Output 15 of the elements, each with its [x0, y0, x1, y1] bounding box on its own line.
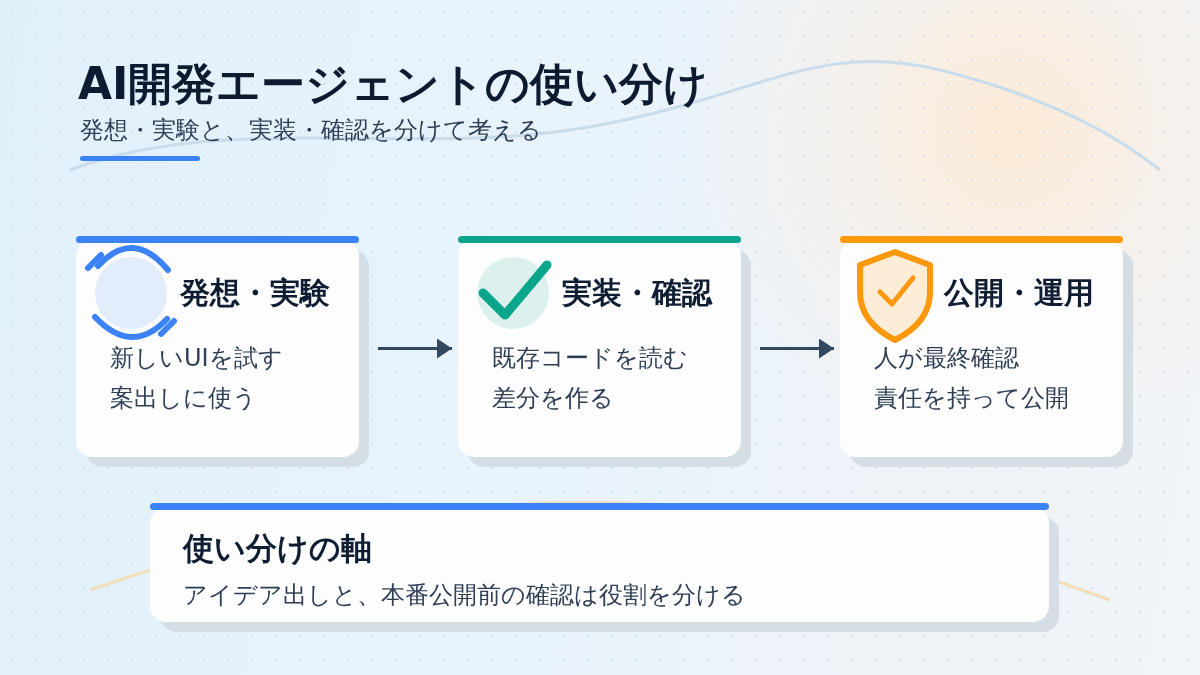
summary-heading: 使い分けの軸: [183, 529, 372, 567]
card-text: 案出しに使う: [110, 383, 257, 414]
summary-text: アイデア出しと、本番公開前の確認は役割を分ける: [183, 580, 746, 611]
card-text: 既存コードを読む: [492, 343, 688, 374]
arrow: [378, 338, 452, 359]
subtitle: 発想・実験と、実装・確認を分けて考える: [80, 115, 542, 146]
card-text: 新しいUIを試す: [110, 343, 283, 374]
card-text: 差分を作る: [492, 383, 614, 414]
card-text: 人が最終確認: [874, 343, 1019, 374]
card-heading: 実装・確認: [562, 275, 712, 311]
title: AI開発エージェントの使い分け: [78, 58, 709, 110]
card-heading: 発想・実験: [180, 275, 330, 311]
arrow: [760, 338, 834, 359]
card-text: 責任を持って公開: [874, 383, 1069, 414]
card-heading: 公開・運用: [944, 275, 1094, 311]
